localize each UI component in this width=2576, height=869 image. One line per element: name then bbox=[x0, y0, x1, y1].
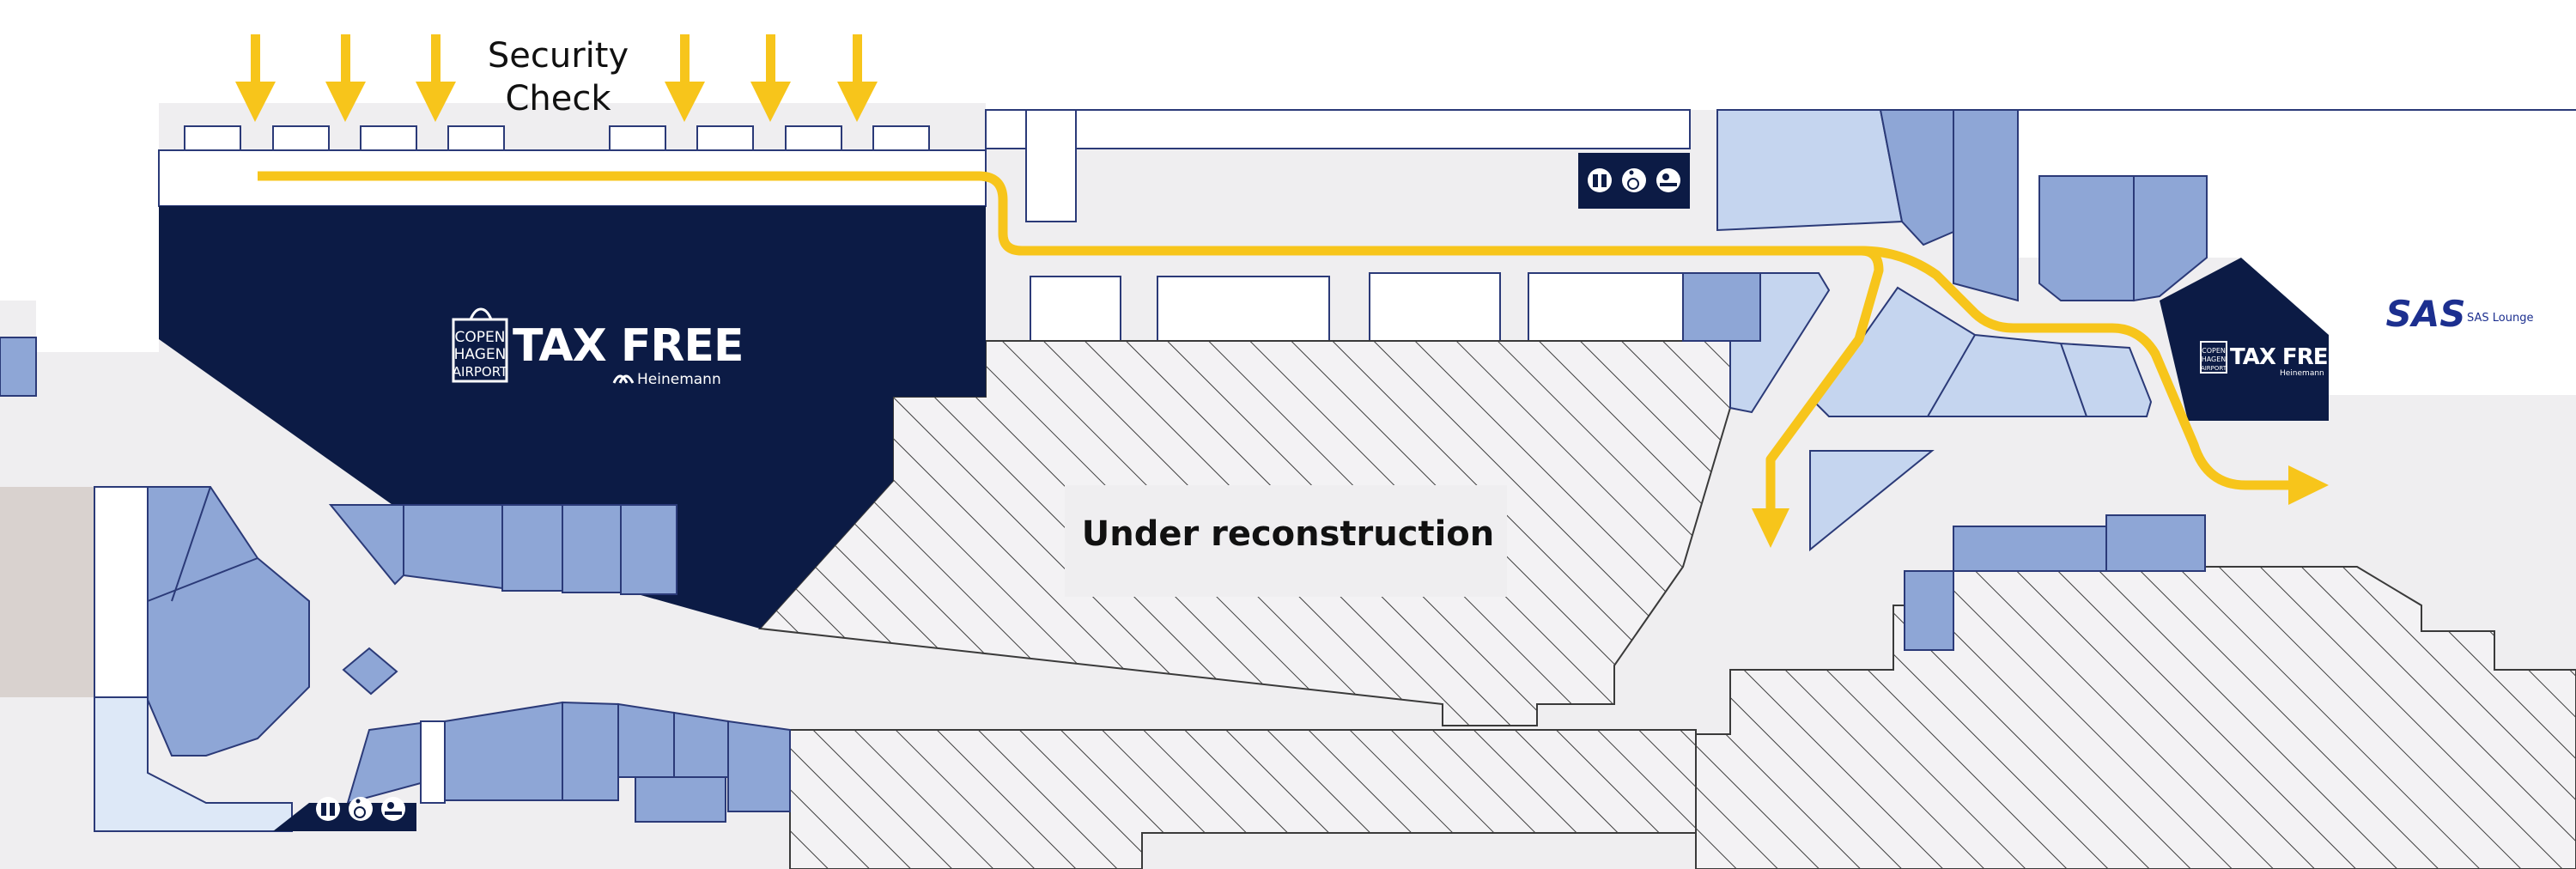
wheelchair-icon bbox=[1622, 168, 1646, 192]
upper-rooms bbox=[1025, 109, 1684, 342]
sas-lounge-label: SAS Lounge bbox=[2467, 312, 2533, 325]
walking-route bbox=[258, 171, 2329, 548]
baby-change-icon bbox=[1656, 168, 1680, 192]
down-arrow-icon bbox=[750, 34, 791, 122]
security-lanes bbox=[184, 125, 930, 151]
baby-change-icon bbox=[381, 797, 405, 821]
cph-small-line2: HAGEN bbox=[2202, 356, 2227, 363]
heinemann-logo-icon bbox=[612, 374, 635, 384]
heinemann-small-label: Heinemann bbox=[2280, 369, 2324, 378]
toilets-icon bbox=[316, 797, 340, 821]
heinemann-label: Heinemann bbox=[637, 371, 721, 388]
sas-logo: SAS bbox=[2385, 293, 2465, 335]
cph-logo-line2: HAGEN bbox=[454, 346, 507, 363]
down-arrow-icon bbox=[416, 34, 456, 122]
tax-free-small-brand: TAX FREE bbox=[2230, 344, 2342, 370]
cph-small-line3: AIRPORT bbox=[2201, 365, 2227, 372]
cph-small-line1: COPEN bbox=[2202, 347, 2226, 355]
shops-left bbox=[147, 486, 677, 757]
security-check-label-line2: Check bbox=[505, 79, 611, 118]
down-arrow-icon bbox=[235, 34, 276, 122]
facilities-bottom bbox=[273, 797, 416, 831]
toilets-icon bbox=[1588, 168, 1612, 192]
down-arrow-icon bbox=[665, 34, 705, 122]
security-check-label-line1: Security bbox=[488, 36, 629, 76]
tax-free-main-shop bbox=[159, 206, 986, 629]
shops-bottom bbox=[346, 701, 791, 823]
wheelchair-icon bbox=[349, 797, 373, 821]
under-reconstruction-label: Under reconstruction bbox=[1082, 514, 1495, 554]
facilities-top bbox=[1578, 153, 1690, 209]
tax-free-small-logo: COPEN HAGEN AIRPORT TAX FREE Heinemann bbox=[2200, 341, 2342, 378]
tax-free-brand: TAX FREE bbox=[513, 320, 743, 372]
left-area bbox=[0, 337, 293, 832]
down-arrow-icon bbox=[837, 34, 878, 122]
tax-free-main-logo: COPEN HAGEN AIRPORT TAX FREE Heinemann bbox=[452, 307, 744, 388]
cph-logo-line3: AIRPORT bbox=[453, 364, 508, 380]
cph-logo-line1: COPEN bbox=[455, 329, 506, 346]
shops-center bbox=[1682, 109, 2329, 651]
security-arrows bbox=[235, 34, 878, 122]
down-arrow-icon bbox=[325, 34, 366, 122]
